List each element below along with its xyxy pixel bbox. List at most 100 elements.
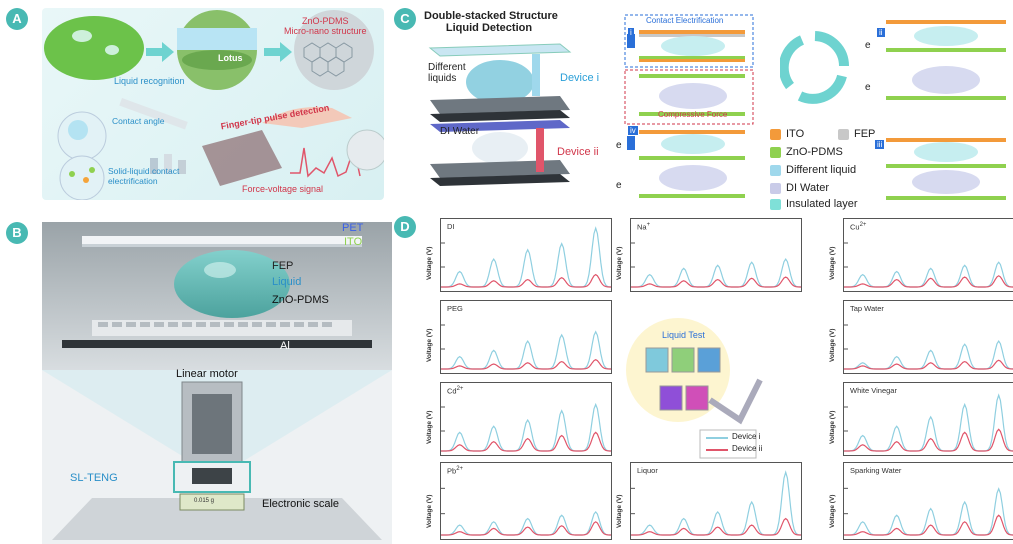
step-iii-label: iii [875, 140, 885, 149]
cycle-arrows-icon [780, 31, 849, 104]
device-legend: Device i Device ii [706, 432, 778, 460]
chart-sparking-water: Sparking Water [843, 462, 1013, 540]
chart-peg: PEG [440, 300, 612, 374]
chart-cd: Cd2+ [440, 382, 612, 456]
legend-item-fep: FEP [838, 128, 875, 140]
chart-ylabel: Voltage (V) [829, 410, 836, 444]
chart-ylabel: Voltage (V) [426, 410, 433, 444]
series-device-ii [844, 275, 1013, 288]
legend-label: ZnO-PDMS [786, 146, 843, 158]
series-device-i [631, 258, 801, 288]
different-liquids-line2: liquids [428, 73, 457, 84]
legend-label: FEP [854, 128, 876, 140]
pet-label: PET [342, 222, 364, 234]
electron-label-ii-2: e [865, 82, 871, 93]
micro-structure-line2: Micro-nano structure [284, 26, 367, 36]
di-water-label: DI Water [440, 126, 480, 137]
force-voltage-label: Force-voltage signal [242, 184, 324, 194]
series-device-i [844, 487, 1013, 536]
legend-swatch [838, 128, 849, 140]
chart-plot [441, 324, 611, 370]
series-device-i [844, 261, 1013, 288]
solid-liquid-line2: electrification [108, 176, 158, 186]
panel-a: Lotus ZnO-PDMS Micro-nano structure Liqu… [42, 8, 384, 200]
different-liquids-line1: Different [428, 62, 466, 73]
electron-label-iv-1: e [616, 140, 622, 151]
series-device-ii [844, 359, 1013, 370]
electron-label-iv-2: e [616, 180, 622, 191]
compressive-force-label: Compressive Force [658, 110, 728, 119]
chart-na: Na+ [630, 218, 802, 292]
chart-title-superscript: 2+ [456, 386, 464, 392]
chart-title: Tap Water [850, 304, 884, 313]
chart-ylabel: Voltage (V) [426, 494, 433, 528]
step-ii-label: ii [877, 28, 885, 37]
al-label: Al [280, 340, 290, 352]
panel-b-illustration [42, 222, 392, 540]
electron-label-ii-1: e [865, 40, 871, 51]
lotus-label: Lotus [218, 53, 243, 63]
legend-item-di-water: DI Water [770, 182, 829, 194]
legend-item-different-liquid: Different liquid [770, 164, 856, 176]
chart-title: White Vinegar [850, 386, 897, 395]
scale-reading: 0.015 g [194, 498, 215, 504]
electronic-scale-label: Electronic scale [262, 498, 340, 510]
sl-teng-label: SL-TENG [70, 472, 118, 484]
chart-plot [631, 242, 801, 288]
chart-cu: Cu2+ [843, 218, 1013, 292]
series-device-i [441, 402, 611, 452]
chart-ylabel: Voltage (V) [829, 328, 836, 362]
legend-item-insulated-layer: Insulated layer [770, 198, 858, 210]
legend-swatch [770, 198, 781, 210]
series-device-i [844, 393, 1013, 452]
ito-label: ITO [344, 236, 363, 248]
legend-label: ITO [786, 128, 805, 140]
double-stacked-device [428, 43, 572, 186]
chart-plot [441, 226, 611, 288]
series-device-ii [441, 273, 611, 288]
chart-ylabel: Voltage (V) [829, 494, 836, 528]
chart-plot [631, 470, 801, 536]
chart-plot [844, 324, 1013, 370]
chart-title: PEG [447, 304, 463, 313]
micro-structure-label: ZnO-PDMS Micro-nano structure [284, 16, 367, 36]
contact-electrification-label: Contact Electrification [646, 16, 724, 25]
legend-label: Different liquid [786, 164, 857, 176]
series-device-ii [844, 514, 1013, 536]
linear-motor-label: Linear motor [176, 368, 238, 380]
liquid-test-label: Liquid Test [662, 330, 705, 340]
chart-ylabel: Voltage (V) [616, 494, 623, 528]
panel-label-d: D [394, 216, 416, 238]
step-i-label: i [628, 28, 634, 37]
legend-swatch [770, 164, 781, 176]
chart-ylabel: Voltage (V) [426, 328, 433, 362]
liquid-recognition-label: Liquid recognition [114, 76, 185, 86]
series-device-ii [631, 276, 801, 288]
title-line1: Double-stacked Structure [424, 10, 558, 22]
chart-plot [844, 242, 1013, 288]
legend-device-ii-line [706, 449, 728, 451]
series-device-ii [631, 517, 801, 536]
chart-tap-water: Tap Water [843, 300, 1013, 374]
series-device-i [441, 226, 611, 288]
series-device-i [844, 340, 1013, 370]
panel-label-a: A [6, 8, 28, 30]
chart-plot [441, 487, 611, 536]
series-device-i [441, 510, 611, 536]
series-device-ii [441, 359, 611, 370]
liquid-label: Liquid [272, 276, 302, 288]
chart-plot [844, 487, 1013, 536]
chart-title-superscript: 2+ [456, 466, 464, 472]
chart-plot [441, 402, 611, 452]
mechanism-right [886, 20, 1006, 200]
chart-title: Cu2+ [850, 222, 867, 232]
panel-label-b: B [6, 222, 28, 244]
panel-b: PET ITO FEP Liquid ZnO-PDMS Al Linear mo… [42, 222, 392, 544]
chart-plot [844, 393, 1013, 452]
legend-device-i: Device i [732, 432, 761, 441]
chart-title-superscript: 2+ [859, 222, 867, 228]
series-device-i [631, 470, 801, 536]
legend-label: DI Water [786, 182, 829, 194]
legend-label: Insulated layer [786, 198, 858, 210]
chart-title: Cd2+ [447, 386, 464, 396]
